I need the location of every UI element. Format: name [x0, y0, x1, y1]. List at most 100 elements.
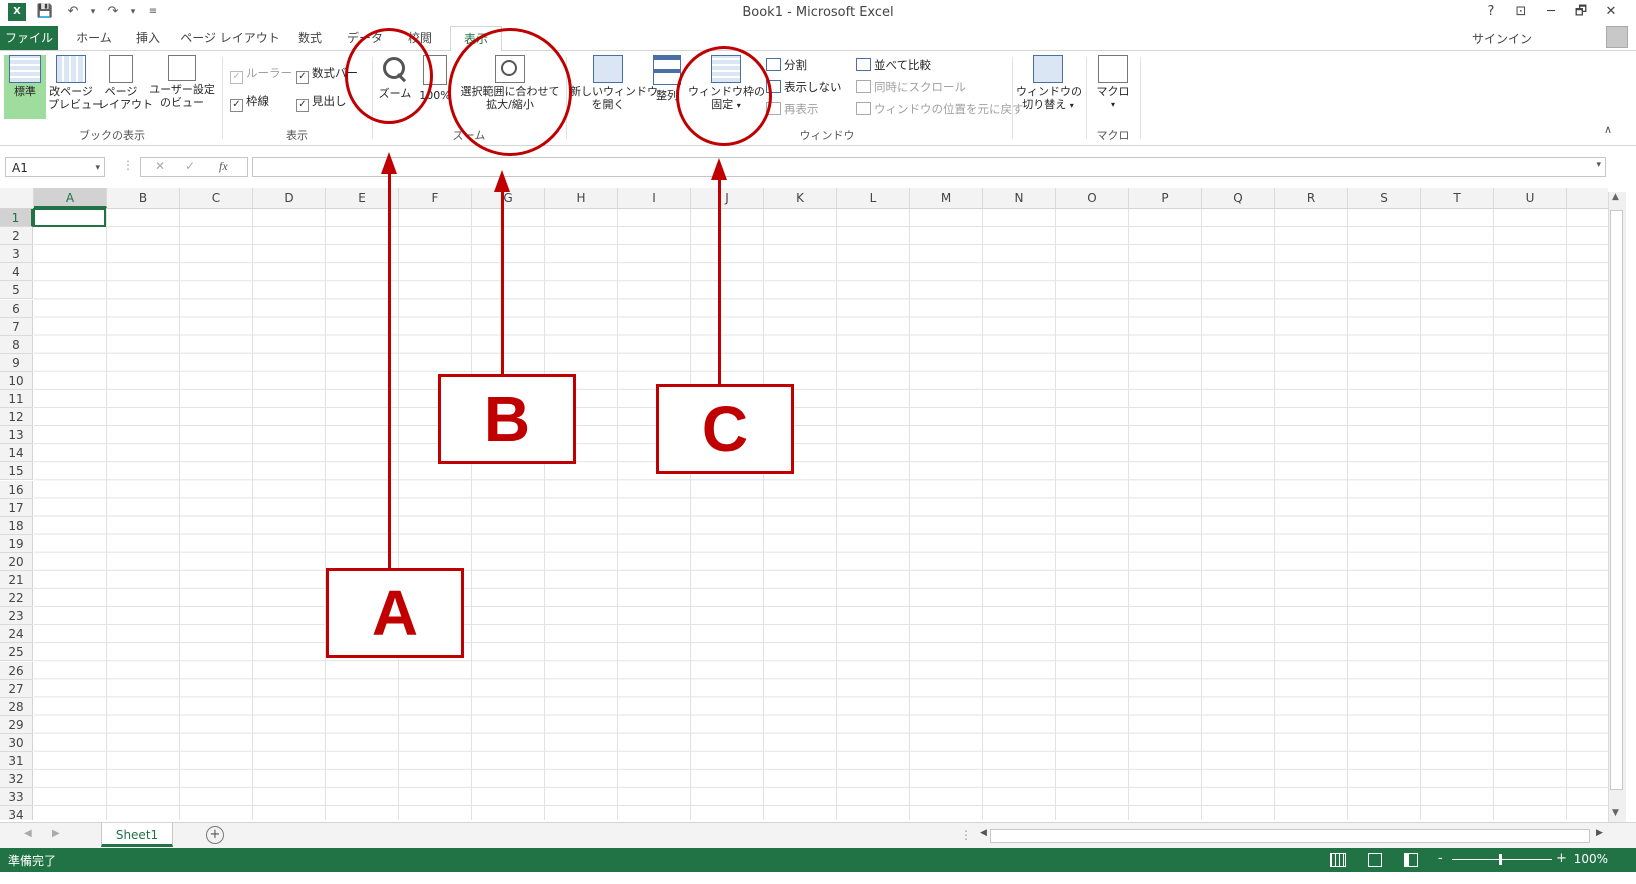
chevron-down-icon[interactable]: ▾ — [95, 163, 100, 173]
row-header[interactable]: 3 — [0, 245, 33, 264]
row-header[interactable]: 25 — [0, 643, 33, 662]
row-header[interactable]: 14 — [0, 444, 33, 463]
row-header[interactable]: 1 — [0, 209, 33, 227]
tab-file[interactable]: ファイル — [0, 26, 58, 50]
row-header[interactable]: 33 — [0, 788, 33, 807]
row-header[interactable]: 9 — [0, 353, 33, 372]
prev-sheet-icon[interactable]: ◀ — [24, 828, 32, 839]
tab-home[interactable]: ホーム — [76, 31, 112, 45]
custom-views-button[interactable]: ユーザー設定 のビュー — [146, 55, 218, 109]
insert-function-icon[interactable]: fx — [219, 159, 228, 173]
row-header[interactable]: 26 — [0, 661, 33, 680]
new-window-button[interactable]: 新しいウィンドウ を開く — [570, 55, 658, 111]
ribbon-display-button[interactable]: ⊡ — [1515, 4, 1527, 19]
column-header[interactable]: L — [837, 188, 910, 208]
cells-area[interactable] — [34, 209, 1608, 820]
signin-link[interactable]: サインイン — [1471, 32, 1532, 46]
row-header[interactable]: 7 — [0, 317, 33, 336]
scroll-up-icon[interactable]: ▲ — [1612, 192, 1619, 202]
minimize-button[interactable]: ─ — [1547, 4, 1555, 19]
row-header[interactable]: 19 — [0, 534, 33, 553]
row-header[interactable]: 10 — [0, 371, 33, 390]
tab-formulas[interactable]: 数式 — [297, 31, 322, 45]
row-header[interactable]: 11 — [0, 390, 33, 408]
tab-insert[interactable]: 挿入 — [135, 31, 160, 45]
row-header[interactable]: 6 — [0, 299, 33, 318]
page-break-preview-button[interactable]: 改ページ プレビュー — [48, 55, 103, 111]
row-header[interactable]: 20 — [0, 552, 33, 571]
tab-page-layout[interactable]: ページ レイアウト — [180, 31, 280, 45]
column-header[interactable]: M — [910, 188, 983, 208]
help-button[interactable]: ? — [1487, 4, 1495, 19]
row-header[interactable]: 34 — [0, 806, 33, 820]
column-header[interactable]: G — [472, 188, 545, 208]
customize-qat-icon[interactable]: ≡ — [148, 6, 158, 17]
row-header[interactable]: 4 — [0, 263, 33, 282]
row-header[interactable]: 28 — [0, 697, 33, 716]
row-header[interactable]: 15 — [0, 462, 33, 481]
split-button[interactable]: 分割 — [766, 57, 807, 73]
page-layout-status-icon[interactable] — [1368, 853, 1382, 867]
column-header[interactable]: E — [326, 188, 399, 208]
active-cell[interactable] — [33, 208, 106, 227]
zoom-slider-thumb[interactable] — [1499, 854, 1502, 865]
column-header[interactable]: Q — [1202, 188, 1275, 208]
tab-split-handle-icon[interactable]: ⋮ — [960, 828, 972, 842]
restore-button[interactable]: 🗗 — [1574, 4, 1588, 19]
scroll-right-icon[interactable]: ▶ — [1596, 828, 1603, 838]
row-header[interactable]: 21 — [0, 571, 33, 589]
zoom-slider-track[interactable] — [1452, 859, 1552, 860]
undo-icon[interactable]: ↶ — [67, 4, 79, 19]
column-header[interactable]: F — [399, 188, 472, 208]
headings-checkbox[interactable]: ✓見出し — [296, 93, 347, 112]
row-header[interactable]: 23 — [0, 607, 33, 626]
page-layout-view-button[interactable]: ページ レイアウト — [98, 55, 153, 111]
row-header[interactable]: 16 — [0, 480, 33, 499]
column-header[interactable]: H — [545, 188, 618, 208]
row-header[interactable]: 30 — [0, 733, 33, 752]
normal-view-button[interactable]: 標準 — [4, 55, 46, 119]
vertical-scroll-thumb[interactable] — [1610, 210, 1623, 790]
row-header[interactable]: 17 — [0, 498, 33, 517]
zoom-in-button[interactable]: + — [1556, 851, 1567, 866]
expand-formula-icon[interactable]: ▾ — [1596, 160, 1601, 170]
column-header[interactable]: D — [253, 188, 326, 208]
column-header[interactable]: T — [1421, 188, 1494, 208]
scroll-down-icon[interactable]: ▼ — [1612, 808, 1619, 818]
column-header[interactable]: O — [1056, 188, 1129, 208]
row-header[interactable]: 22 — [0, 589, 33, 608]
row-header[interactable]: 32 — [0, 770, 33, 789]
avatar[interactable] — [1606, 26, 1628, 48]
column-header[interactable]: K — [764, 188, 837, 208]
row-header[interactable]: 13 — [0, 426, 33, 445]
page-break-status-icon[interactable] — [1404, 853, 1418, 867]
collapse-ribbon-icon[interactable]: ∧ — [1604, 123, 1613, 136]
row-header[interactable]: 12 — [0, 408, 33, 427]
save-icon[interactable]: 💾 — [36, 4, 54, 19]
sync-scroll-button[interactable]: 同時にスクロール — [856, 79, 966, 95]
row-header[interactable]: 31 — [0, 752, 33, 770]
view-side-by-side-button[interactable]: 並べて比較 — [856, 57, 931, 73]
redo-dropdown-icon[interactable]: ▾ — [130, 7, 136, 17]
unhide-button[interactable]: 再表示 — [766, 101, 819, 117]
row-header[interactable]: 18 — [0, 516, 33, 535]
add-sheet-icon[interactable]: + — [206, 826, 224, 844]
column-header[interactable]: P — [1129, 188, 1202, 208]
column-header[interactable]: U — [1494, 188, 1567, 208]
normal-view-status-icon[interactable] — [1330, 853, 1346, 867]
next-sheet-icon[interactable]: ▶ — [52, 828, 60, 839]
column-header[interactable]: A — [34, 188, 107, 208]
reset-window-position-button[interactable]: ウィンドウの位置を元に戻す — [856, 101, 1024, 117]
column-header[interactable]: B — [107, 188, 180, 208]
close-button[interactable]: ✕ — [1605, 4, 1617, 19]
name-box[interactable]: A1 ▾ — [5, 157, 105, 177]
zoom-out-button[interactable]: - — [1438, 851, 1443, 866]
row-header[interactable]: 24 — [0, 625, 33, 644]
arrange-all-button[interactable]: 整列 — [650, 55, 684, 102]
column-header[interactable]: S — [1348, 188, 1421, 208]
macros-button[interactable]: マクロ ▾ — [1090, 55, 1136, 111]
row-header[interactable]: 5 — [0, 281, 33, 300]
scroll-left-icon[interactable]: ◀ — [980, 828, 987, 838]
cancel-icon[interactable]: ✕ — [155, 159, 166, 173]
column-header[interactable]: C — [180, 188, 253, 208]
